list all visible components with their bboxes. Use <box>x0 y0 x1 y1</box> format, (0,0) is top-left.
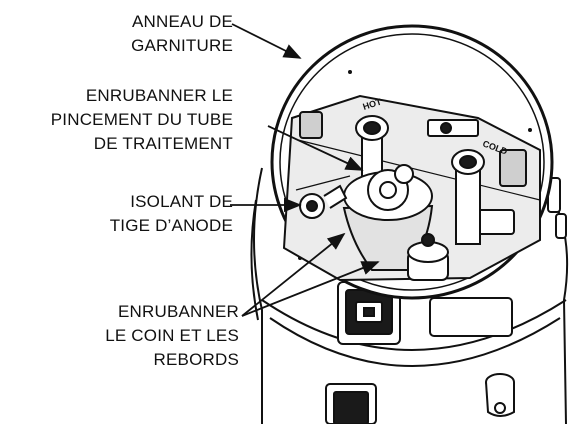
callout-line: ANNEAU DE <box>132 12 233 31</box>
leader-edges <box>241 261 380 317</box>
callout-line: ENRUBANNER LE <box>85 86 233 105</box>
callout-line: DE TRAITEMENT <box>93 134 233 153</box>
callout-trim-ring: ANNEAU DE GARNITURE <box>131 10 233 58</box>
callout-line: PINCEMENT DU TUBE <box>50 110 233 129</box>
callout-treatment-tube-pinch: ENRUBANNER LE PINCEMENT DU TUBE DE TRAIT… <box>51 84 233 156</box>
front-details <box>429 297 515 417</box>
leader-trim-ring <box>231 23 302 59</box>
cold-fitting <box>451 149 485 245</box>
callout-anode-rod-insulator: ISOLANT DE TIGE D’ANODE <box>110 190 233 238</box>
callout-line: ISOLANT DE <box>130 192 233 211</box>
control-box <box>325 281 401 424</box>
element-sensor <box>407 233 449 281</box>
hot-fitting <box>355 115 389 183</box>
callout-corner-and-edges: ENRUBANNER LE COIN ET LES REBORDS <box>105 300 239 372</box>
callout-line: GARNITURE <box>131 36 233 55</box>
leader-lines <box>230 23 380 317</box>
leader-corner <box>241 232 346 317</box>
callout-line: TIGE D’ANODE <box>109 216 233 235</box>
callout-line: REBORDS <box>153 350 239 369</box>
callout-line: LE COIN ET LES <box>105 326 239 345</box>
callout-line: ENRUBANNER <box>117 302 239 321</box>
leader-treatment-tube <box>267 125 364 171</box>
